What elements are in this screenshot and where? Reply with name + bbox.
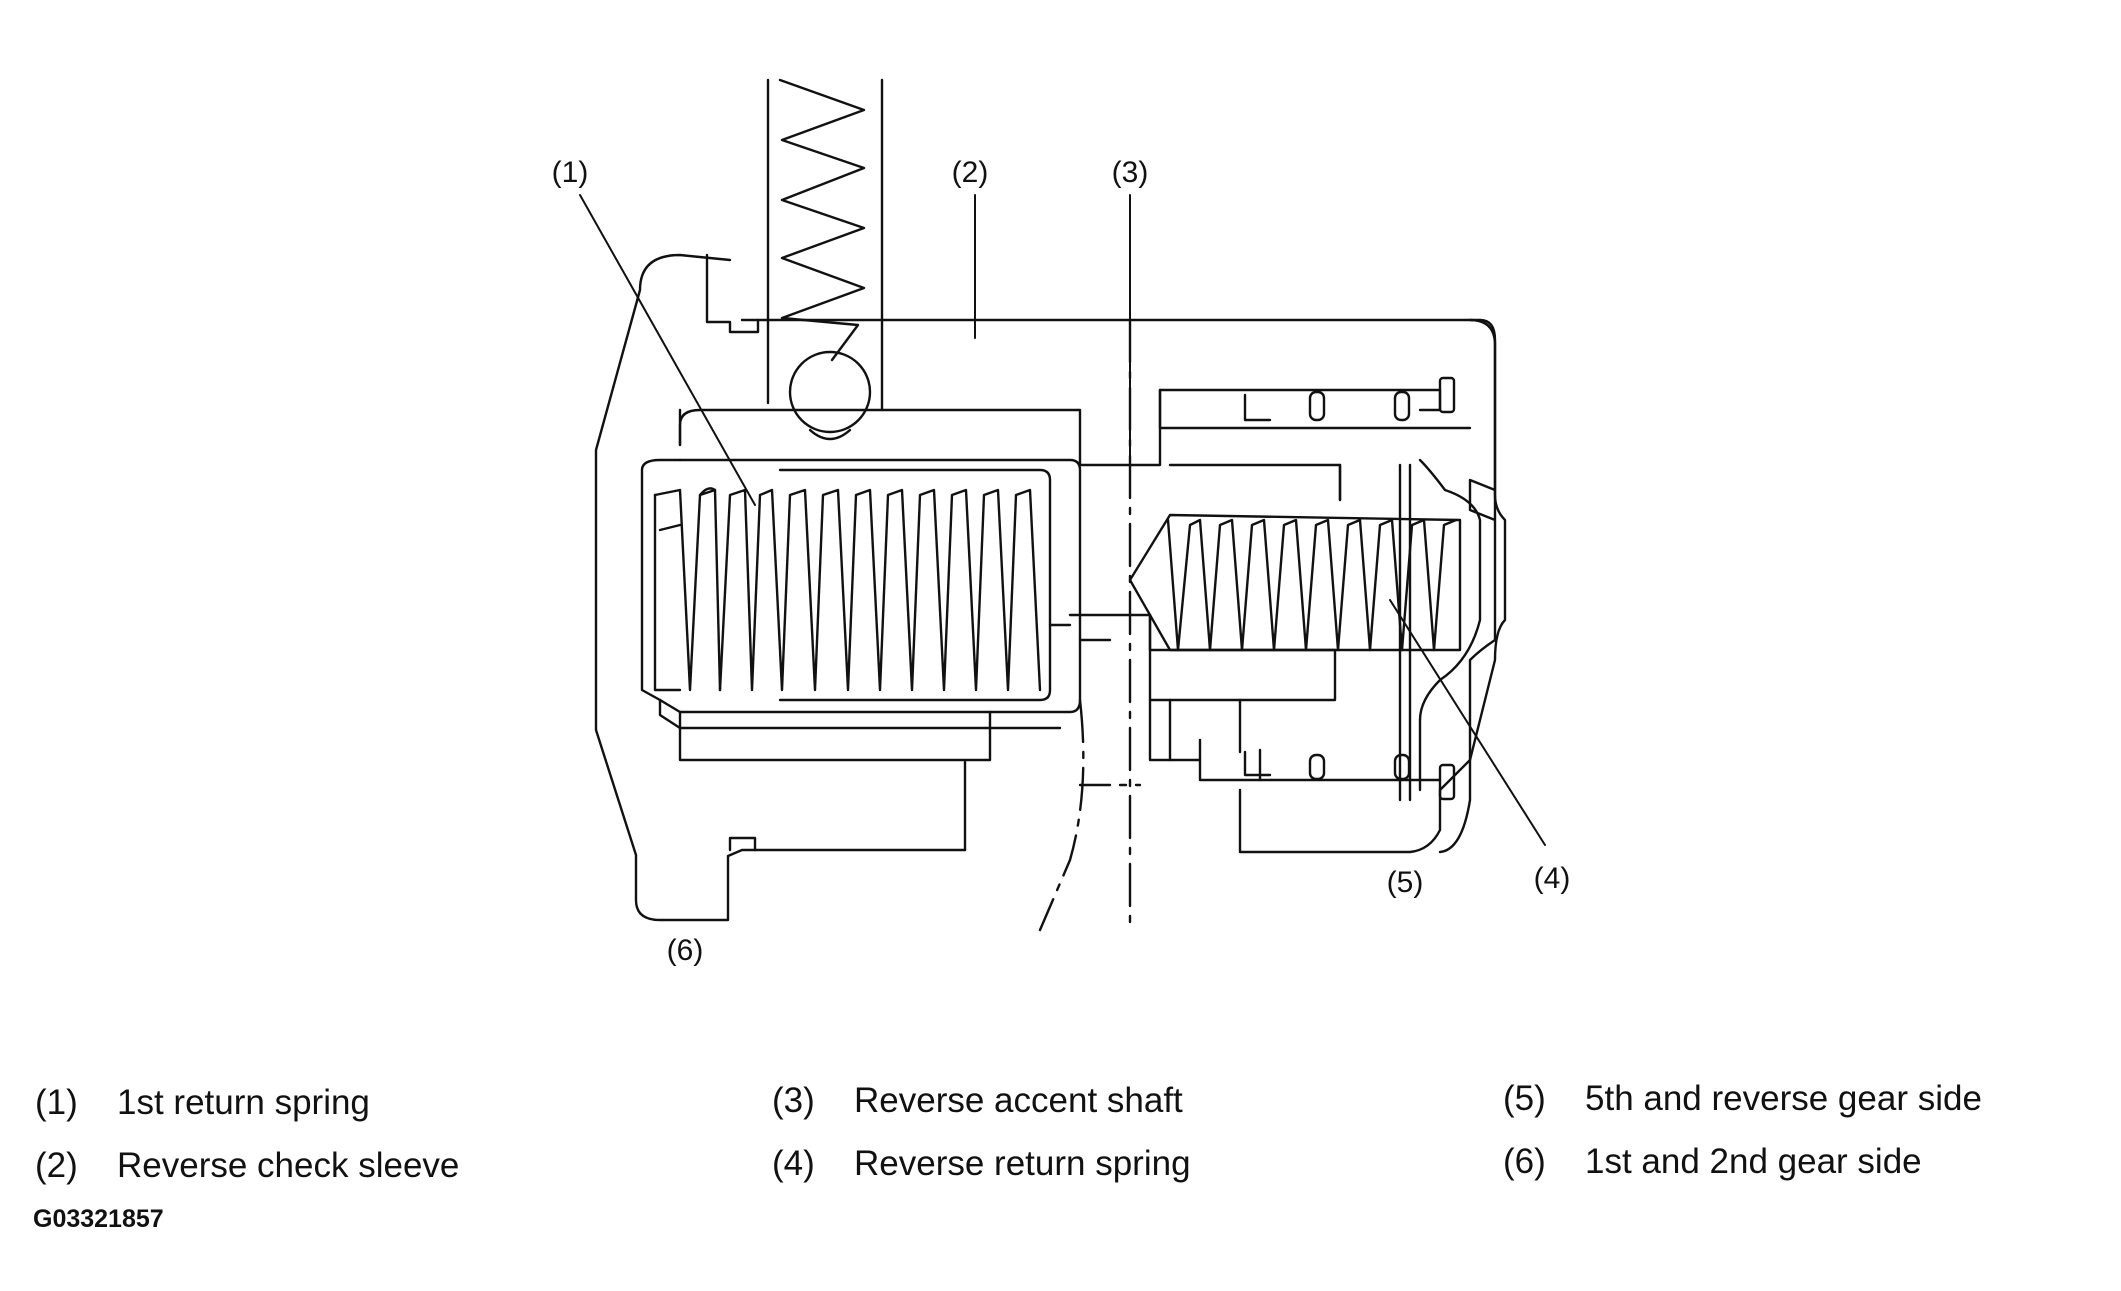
legend-item-6: (6) 1st and 2nd gear side bbox=[1503, 1144, 1922, 1179]
legend-label: 5th and reverse gear side bbox=[1585, 1079, 1982, 1118]
reverse-check-sleeve bbox=[678, 318, 1497, 854]
housing-flange bbox=[594, 253, 1482, 922]
leader-lines bbox=[579, 194, 1546, 846]
callout-5: (5) bbox=[1387, 866, 1424, 899]
spring-cup bbox=[778, 468, 1072, 702]
legend-item-4: (4) Reverse return spring bbox=[772, 1146, 1191, 1181]
legend-item-3: (3) Reverse accent shaft bbox=[772, 1083, 1183, 1118]
reverse-accent-shaft bbox=[1038, 318, 1342, 932]
legend-label: Reverse accent shaft bbox=[854, 1081, 1183, 1120]
callout-6: (6) bbox=[667, 934, 704, 967]
legend-number: (4) bbox=[772, 1144, 815, 1183]
detent-plunger-guide bbox=[766, 78, 884, 441]
callout-3: (3) bbox=[1112, 156, 1149, 189]
callout-4: (4) bbox=[1534, 862, 1571, 895]
first-return-spring-coils bbox=[653, 487, 1042, 692]
spring-bore bbox=[640, 408, 1082, 762]
legend-number: (6) bbox=[1503, 1142, 1546, 1181]
legend-number: (2) bbox=[35, 1146, 78, 1185]
legend-label: 1st return spring bbox=[117, 1083, 370, 1122]
legend-item-2: (2) Reverse check sleeve bbox=[35, 1148, 459, 1183]
reverse-return-spring bbox=[1128, 513, 1462, 801]
legend-item-5: (5) 5th and reverse gear side bbox=[1503, 1081, 1982, 1116]
legend-label: 1st and 2nd gear side bbox=[1585, 1142, 1922, 1181]
legend-label: Reverse return spring bbox=[854, 1144, 1191, 1183]
legend-number: (5) bbox=[1503, 1079, 1546, 1118]
callout-1: (1) bbox=[552, 156, 589, 189]
detent-ball bbox=[788, 350, 872, 434]
legend-number: (3) bbox=[772, 1081, 815, 1120]
callout-2: (2) bbox=[952, 156, 989, 189]
figure-id: G03321857 bbox=[33, 1205, 164, 1233]
legend-label: Reverse check sleeve bbox=[117, 1146, 460, 1185]
legend-item-1: (1) 1st return spring bbox=[35, 1085, 370, 1120]
housing-right-edge bbox=[1438, 318, 1507, 854]
legend-number: (1) bbox=[35, 1083, 78, 1122]
